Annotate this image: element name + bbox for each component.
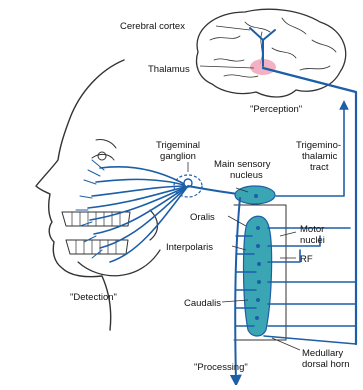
label-motor-1: Motor <box>300 224 324 235</box>
cortical-projections <box>250 28 275 66</box>
label-main-sensory-1: Main sensory <box>214 159 271 170</box>
label-rf: RF <box>300 254 313 265</box>
label-medullary-2: dorsal horn <box>302 359 350 370</box>
label-motor-2: nuclei <box>300 235 325 246</box>
label-detection: "Detection" <box>70 292 117 303</box>
label-trigemino-2: thalamic <box>302 151 338 162</box>
label-perception: "Perception" <box>250 104 302 115</box>
label-interpolaris: Interpolaris <box>166 242 213 253</box>
label-cerebral-cortex: Cerebral cortex <box>120 21 185 32</box>
label-trigeminal-ganglion-1: Trigeminal <box>156 140 200 151</box>
label-oralis: Oralis <box>190 212 215 223</box>
label-thalamus: Thalamus <box>148 64 190 75</box>
label-main-sensory-2: nucleus <box>230 170 263 181</box>
label-medullary-1: Medullary <box>302 348 343 359</box>
label-caudalis: Caudalis <box>184 298 221 309</box>
label-trigemino-1: Trigemino- <box>296 140 341 151</box>
label-trigemino-3: tract <box>310 162 329 173</box>
label-processing: "Processing" <box>194 362 248 373</box>
label-trigeminal-ganglion-2: ganglion <box>160 151 196 162</box>
